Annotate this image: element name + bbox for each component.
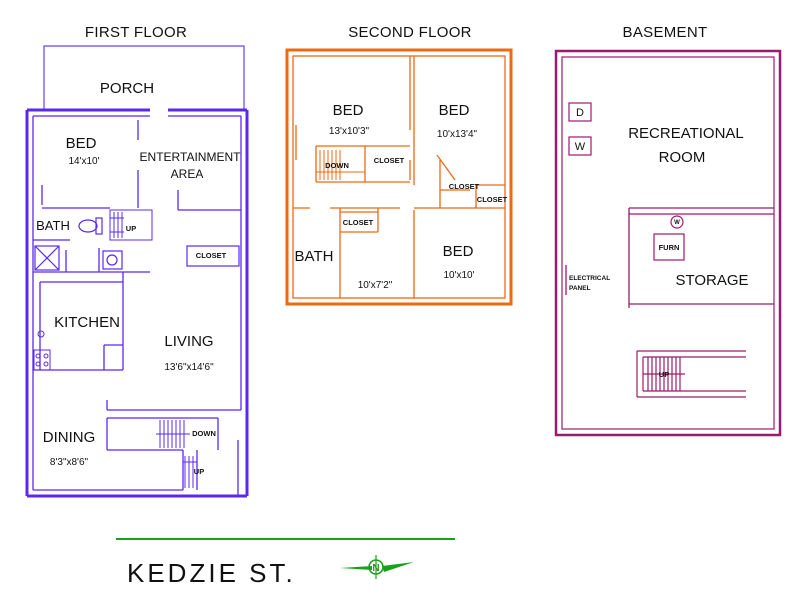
second-bed-left-dimension: 13'x10'3": [329, 126, 370, 137]
electrical-label-line2: PANEL: [569, 285, 591, 292]
storage-label: STORAGE: [675, 272, 748, 289]
recreational-label-line2: ROOM: [659, 149, 706, 166]
washer-label: W: [575, 141, 586, 153]
porch-label: PORCH: [100, 80, 154, 97]
water-heater-icon: [670, 215, 684, 229]
north-arrow-icon: N: [340, 555, 414, 579]
furnace-label: FURN: [659, 243, 680, 252]
first-bed-label: BED: [66, 135, 97, 152]
street-name: KEDZIE ST.: [127, 558, 296, 588]
entertainment-label-line1: ENTERTAINMENT: [140, 150, 242, 164]
second-closet-right-label: CLOSET: [477, 195, 508, 204]
second-floor-exterior-walls: [285, 48, 513, 306]
second-hall-dimension: 10'x7'2": [358, 280, 393, 291]
sink-icon: [102, 250, 123, 270]
second-bed-right-dimension: 10'x13'4": [437, 129, 478, 140]
first-closet-label: CLOSET: [196, 251, 227, 260]
entertainment-label-line2: AREA: [171, 167, 204, 181]
north-label: N: [372, 563, 379, 574]
first-stair-down-label: DOWN: [192, 429, 216, 438]
second-floor-stair: [316, 150, 365, 180]
second-bed-left-label: BED: [333, 102, 364, 119]
first-floor-stair-down: [156, 420, 190, 448]
first-bath-label: BATH: [36, 218, 70, 233]
dryer-label: D: [576, 107, 584, 119]
second-floor-title: SECOND FLOOR: [348, 24, 472, 41]
basement-exterior-walls: [554, 49, 782, 437]
porch-outline: [43, 45, 245, 110]
first-floor-stair-up: [183, 456, 197, 488]
second-floor-inner-walls: [292, 55, 506, 299]
dining-dimension: 8'3"x8'6": [50, 457, 89, 468]
second-closet-mid-label: CLOSET: [343, 218, 374, 227]
dryer-box: [568, 102, 592, 122]
washer-box: [568, 136, 592, 156]
electrical-label-line1: ELECTRICAL: [569, 275, 610, 282]
first-floor-title: FIRST FLOOR: [85, 24, 187, 41]
second-bath-label: BATH: [295, 248, 334, 265]
second-stair-down-label: DOWN: [325, 161, 349, 170]
first-floor-plan: FIRST FLOOR PORCH: [25, 24, 249, 498]
dining-label: DINING: [43, 429, 96, 446]
living-dimension: 13'6"x14'6": [164, 362, 214, 373]
second-bed-right-label: BED: [439, 102, 470, 119]
second-bed-bottom-label: BED: [443, 243, 474, 260]
kitchen-sink-icon: [37, 330, 45, 338]
furnace-box: [653, 233, 685, 261]
kitchen-label: KITCHEN: [54, 314, 120, 331]
second-bed-bottom-dimension: 10'x10': [443, 270, 474, 281]
first-floor-exterior-walls: [25, 108, 249, 498]
first-stair-up-lower-label: UP: [194, 467, 204, 476]
first-stair-up-label: UP: [126, 224, 136, 233]
water-heater-label: W: [674, 220, 680, 226]
basement-stair-up-label: UP: [659, 370, 669, 379]
first-closet-box: [186, 245, 240, 267]
basement-title: BASEMENT: [623, 24, 708, 41]
basement-inner-walls: [565, 207, 774, 308]
second-closet-stair-label: CLOSET: [374, 156, 405, 165]
second-closet-angle-label: CLOSET: [449, 182, 480, 191]
second-floor-plan: SECOND FLOOR: [285, 24, 513, 306]
living-label: LIVING: [164, 333, 213, 350]
recreational-label-line1: RECREATIONAL: [628, 125, 744, 142]
first-bed-dimension: 14'x10': [68, 156, 99, 167]
toilet-icon: [78, 217, 103, 235]
first-floor-laundry-box: [34, 245, 60, 271]
street-section: KEDZIE ST. N: [116, 538, 455, 588]
stove-icon: [33, 349, 51, 371]
basement-plan: BASEMENT D W RECREATIONAL ROOM W FURN ST…: [554, 24, 782, 437]
first-floor-inner-walls: [32, 115, 242, 496]
first-floor-upper-stair: [109, 209, 153, 241]
basement-stair: [636, 350, 746, 398]
